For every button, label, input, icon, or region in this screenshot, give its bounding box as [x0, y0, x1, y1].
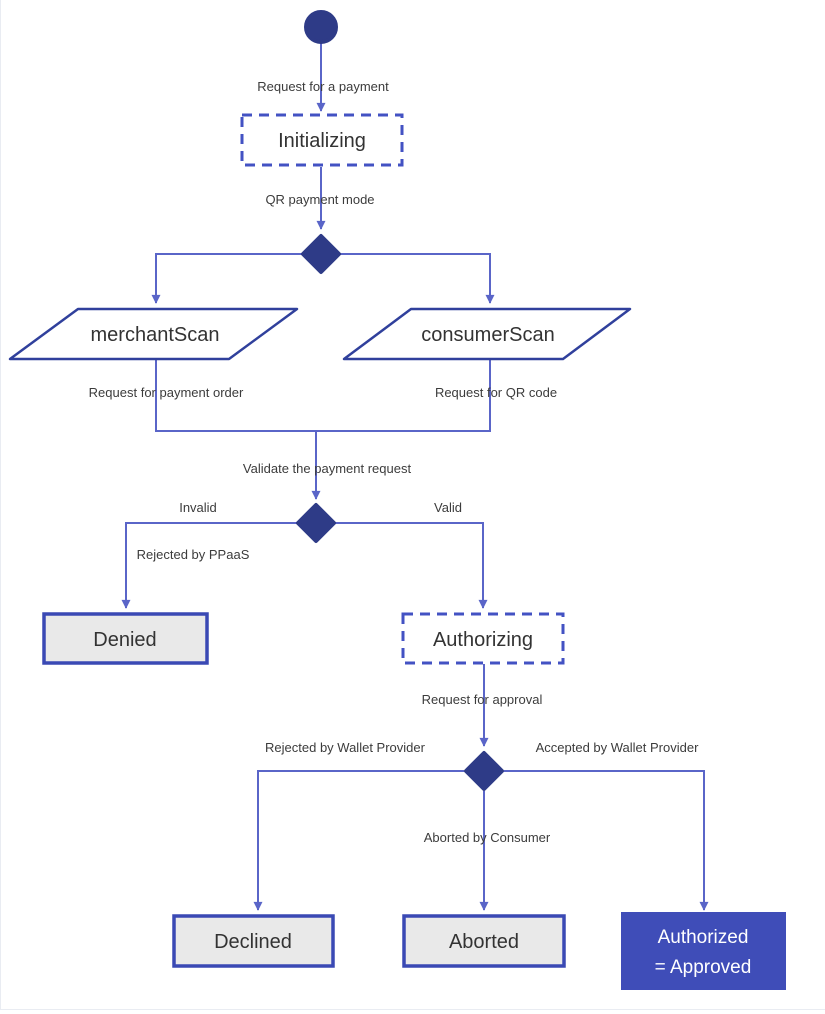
- consumer-scan-label: consumerScan: [421, 324, 554, 346]
- decision-qr-mode-diamond: [301, 234, 341, 274]
- denied-label: Denied: [93, 629, 156, 651]
- state-declined: [172, 914, 335, 968]
- edge-approval-to-authorized: [504, 770, 709, 911]
- edge-validate-to-denied: [121, 522, 297, 609]
- decision-approval-diamond: [464, 751, 504, 791]
- edge-approval-to-declined: [253, 770, 464, 911]
- edge-label-qr-mode: QR payment mode: [265, 192, 374, 207]
- edge-label-request-payment: Request for a payment: [257, 79, 389, 94]
- decision-validate-diamond: [296, 503, 336, 543]
- edge-label-invalid: Invalid: [179, 500, 217, 515]
- state-denied: [42, 612, 209, 665]
- state-aborted: [402, 914, 566, 968]
- authorized-label-line1: Authorized: [658, 927, 749, 948]
- state-authorized-approved: [621, 912, 786, 990]
- authorized-label-line2: = Approved: [655, 957, 752, 978]
- edge-label-valid: Valid: [434, 500, 462, 515]
- io-consumer-scan: [342, 307, 632, 361]
- edge-label-rejected-wallet: Rejected by Wallet Provider: [265, 740, 426, 755]
- canvas-left-border: [0, 0, 1, 1010]
- state-authorizing: [401, 612, 565, 665]
- edge-label-validate: Validate the payment request: [243, 461, 412, 476]
- edge-label-accepted-wallet: Accepted by Wallet Provider: [536, 740, 699, 755]
- start-state-circle: [304, 10, 338, 44]
- edge-label-aborted-consumer: Aborted by Consumer: [424, 830, 551, 845]
- canvas-bottom-border: [0, 1009, 825, 1010]
- edge-qr-choice-to-merchant-scan: [151, 253, 302, 304]
- edge-validate-to-authorizing: [335, 522, 488, 609]
- authorizing-label: Authorizing: [433, 629, 533, 651]
- edge-label-request-payment-order: Request for payment order: [89, 385, 244, 400]
- io-merchant-scan: [8, 307, 299, 361]
- edge-qr-choice-to-consumer-scan: [340, 253, 495, 304]
- edge-label-request-approval: Request for approval: [422, 692, 543, 707]
- edge-label-rejected-ppaas: Rejected by PPaaS: [137, 547, 250, 562]
- initializing-label: Initializing: [278, 130, 366, 152]
- declined-label: Declined: [214, 931, 292, 953]
- edge-scan-merge: [155, 359, 491, 432]
- aborted-label: Aborted: [449, 931, 519, 953]
- edge-label-request-qr-code: Request for QR code: [435, 385, 557, 400]
- merchant-scan-label: merchantScan: [91, 324, 220, 346]
- state-initializing: [240, 113, 404, 167]
